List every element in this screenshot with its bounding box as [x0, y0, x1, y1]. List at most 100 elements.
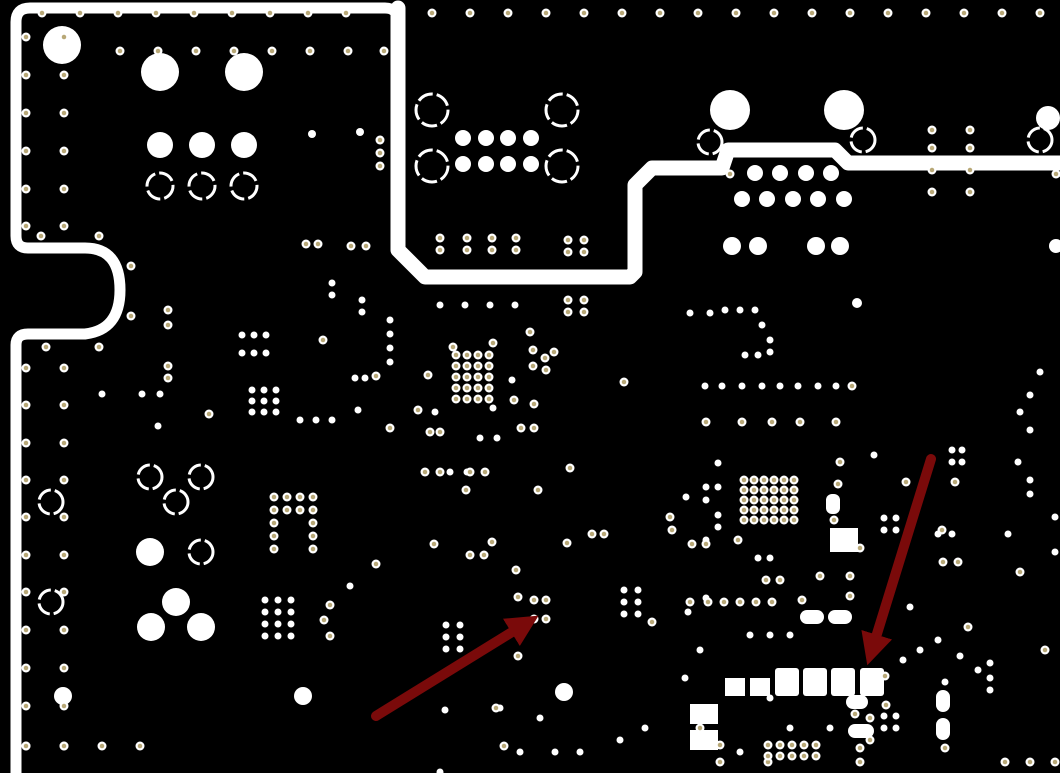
via-hole: [343, 10, 349, 16]
via-hole: [763, 577, 769, 583]
via-hole: [721, 599, 727, 605]
small-pad: [138, 390, 146, 398]
via-hole: [23, 223, 29, 229]
arrow-to-via-cluster: [371, 615, 539, 721]
small-pad: [721, 306, 729, 314]
via-hole: [61, 72, 67, 78]
small-pad: [511, 301, 519, 309]
via-hole: [1052, 759, 1058, 765]
small-pad: [916, 646, 924, 654]
small-pad: [248, 397, 256, 405]
board-outline-trace: [10, 2, 404, 773]
via-hole: [518, 425, 524, 431]
via-hole: [464, 235, 470, 241]
via-hole: [581, 297, 587, 303]
via-hole: [437, 429, 443, 435]
via-hole: [771, 507, 777, 513]
via-hole: [165, 363, 171, 369]
small-pad: [441, 706, 449, 714]
small-pad: [702, 483, 710, 491]
via-hole: [789, 753, 795, 759]
small-pad: [386, 330, 394, 338]
small-pad: [446, 468, 454, 476]
via-hole: [61, 703, 67, 709]
small-pad: [681, 674, 689, 682]
via-hole: [923, 10, 929, 16]
via-hole: [530, 347, 536, 353]
via-hole: [475, 363, 481, 369]
small-pad: [1051, 513, 1059, 521]
via-hole: [619, 10, 625, 16]
via-hole: [741, 477, 747, 483]
via-hole: [165, 375, 171, 381]
via-hole: [61, 440, 67, 446]
via-hole: [781, 477, 787, 483]
via-hole: [23, 186, 29, 192]
via-hole: [429, 10, 435, 16]
small-pad: [456, 633, 464, 641]
via-hole: [23, 34, 29, 40]
via-hole: [882, 673, 888, 679]
small-pad: [1016, 408, 1024, 416]
via-hole: [267, 10, 273, 16]
via-hole: [61, 186, 67, 192]
via-hole: [531, 616, 537, 622]
small-pad: [786, 724, 794, 732]
via-hole: [377, 150, 383, 156]
via-hole: [867, 737, 873, 743]
via-field: [21, 8, 1060, 773]
via-hole: [453, 396, 459, 402]
small-pad: [486, 301, 494, 309]
via-hole: [771, 477, 777, 483]
small-pad: [456, 645, 464, 653]
small-pad: [262, 349, 270, 357]
small-pad: [948, 458, 956, 466]
via-hole: [527, 329, 533, 335]
small-pad: [974, 666, 982, 674]
small-pad: [682, 493, 690, 501]
via-hole: [999, 10, 1005, 16]
via-hole: [96, 233, 102, 239]
via-hole: [849, 383, 855, 389]
small-pad: [248, 386, 256, 394]
via-hole: [373, 561, 379, 567]
via-hole: [128, 313, 134, 319]
via-hole: [61, 110, 67, 116]
solid-pad-rows: [455, 130, 1060, 255]
small-pad: [986, 674, 994, 682]
via-hole: [761, 517, 767, 523]
via-hole: [727, 171, 733, 177]
small-pad: [958, 458, 966, 466]
via-hole: [513, 235, 519, 241]
via-hole: [467, 469, 473, 475]
via-hole: [310, 494, 316, 500]
via-hole: [847, 573, 853, 579]
via-hole: [967, 167, 973, 173]
via-hole: [475, 374, 481, 380]
via-hole: [741, 487, 747, 493]
via-hole: [531, 425, 537, 431]
via-hole: [511, 397, 517, 403]
via-hole: [797, 419, 803, 425]
via-hole: [929, 189, 935, 195]
via-hole: [771, 497, 777, 503]
small-pad: [1026, 490, 1034, 498]
small-pad: [351, 374, 359, 382]
small-pad: [260, 397, 268, 405]
via-hole: [837, 459, 843, 465]
small-pad: [274, 608, 282, 616]
small-pad: [956, 652, 964, 660]
via-hole: [717, 759, 723, 765]
small-pad: [934, 636, 942, 644]
via-hole: [475, 385, 481, 391]
via-hole: [687, 599, 693, 605]
via-hole: [581, 10, 587, 16]
via-hole: [437, 469, 443, 475]
via-hole: [952, 479, 958, 485]
via-hole: [61, 627, 67, 633]
via-hole: [128, 263, 134, 269]
small-pad: [516, 748, 524, 756]
via-hole: [453, 385, 459, 391]
small-pad: [634, 610, 642, 618]
via-hole: [327, 633, 333, 639]
